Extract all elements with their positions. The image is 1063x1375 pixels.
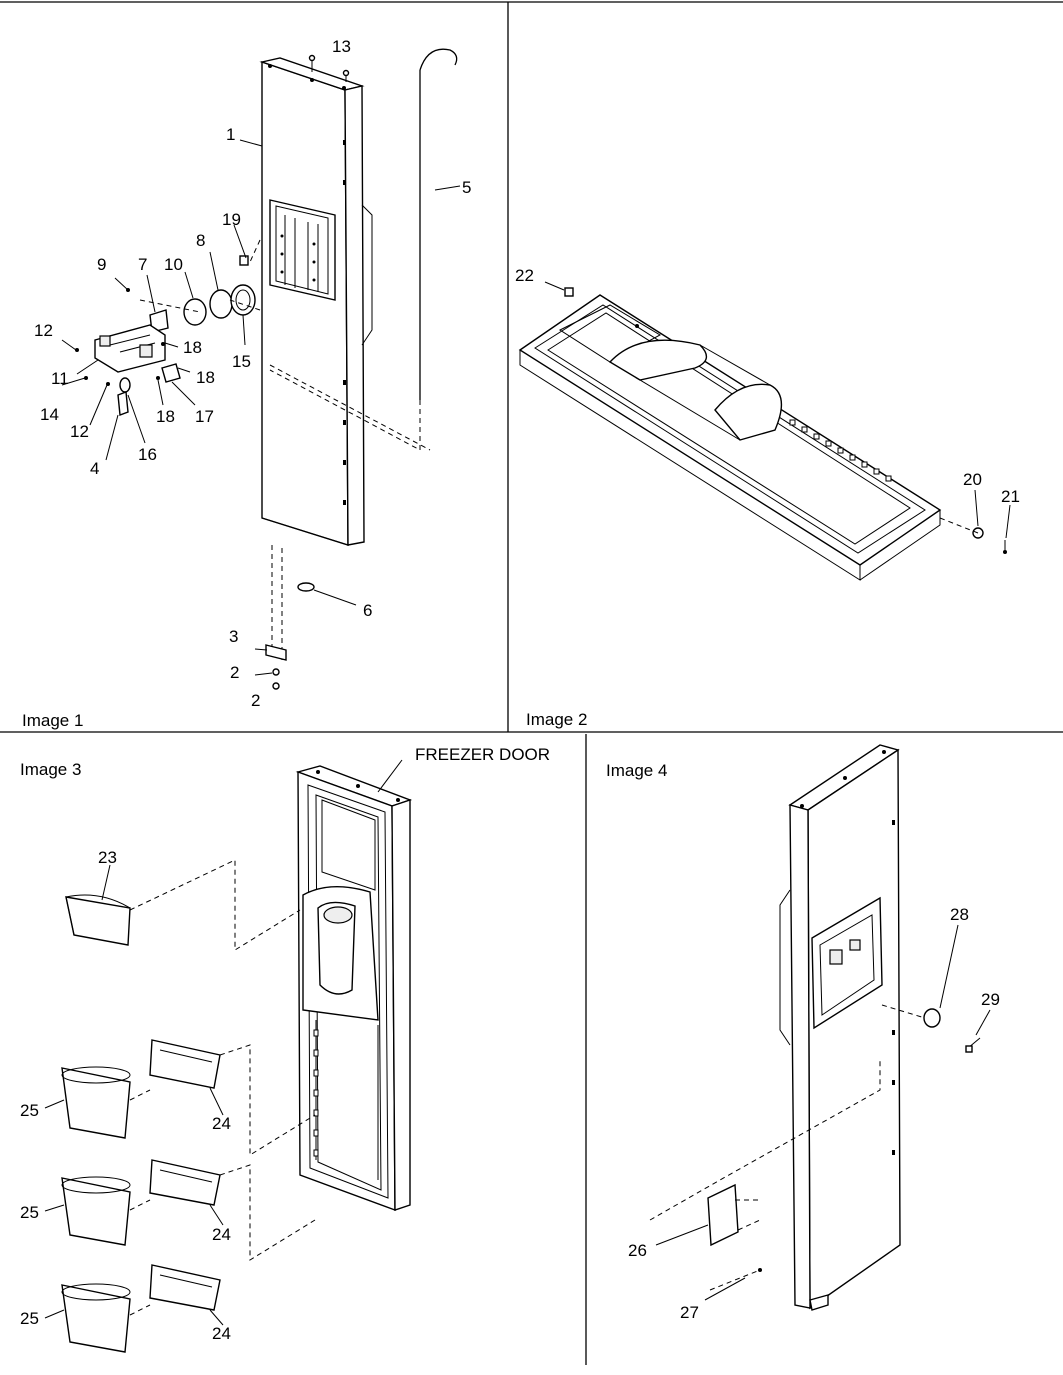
caption-image-3: Image 3 — [20, 760, 81, 779]
callout-20: 20 — [963, 470, 982, 489]
callout-12a: 12 — [34, 321, 53, 340]
callout-13: 13 — [332, 37, 351, 56]
callout-9: 9 — [97, 255, 106, 274]
callout-29: 29 — [981, 990, 1000, 1009]
callout-22: 22 — [515, 266, 534, 285]
callout-15: 15 — [232, 352, 251, 371]
callout-8: 8 — [196, 231, 205, 250]
callout-24c: 24 — [212, 1324, 231, 1343]
callout-21: 21 — [1001, 487, 1020, 506]
callout-25c: 25 — [20, 1309, 39, 1328]
callout-26: 26 — [628, 1241, 647, 1260]
callout-11: 11 — [51, 369, 69, 388]
callout-25a: 25 — [20, 1101, 39, 1120]
caption-image-2: Image 2 — [526, 710, 587, 729]
callout-27: 27 — [680, 1303, 699, 1322]
callout-18b: 18 — [196, 368, 215, 387]
callout-14: 14 — [40, 405, 59, 424]
image1-drawing — [61, 48, 461, 690]
callout-4: 4 — [90, 459, 99, 478]
callout-3: 3 — [229, 627, 238, 646]
callout-17: 17 — [195, 407, 214, 426]
callout-19: 19 — [222, 210, 241, 229]
callout-25b: 25 — [20, 1203, 39, 1222]
callout-24b: 24 — [212, 1225, 231, 1244]
callout-18a: 18 — [183, 338, 202, 357]
image4-drawing — [649, 744, 991, 1311]
image2-drawing — [518, 281, 1011, 581]
callout-7: 7 — [138, 255, 147, 274]
callout-10: 10 — [164, 255, 183, 274]
image3-drawing — [44, 759, 413, 1353]
callout-2a: 2 — [230, 663, 239, 682]
panel-captions: Image 1 Image 2 Image 3 Image 4 FREEZER … — [20, 710, 667, 780]
freezer-door-label: FREEZER DOOR — [415, 745, 550, 764]
callout-24a: 24 — [212, 1114, 231, 1133]
caption-image-4: Image 4 — [606, 761, 667, 780]
callout-1: 1 — [226, 125, 235, 144]
callout-28: 28 — [950, 905, 969, 924]
callout-5: 5 — [462, 178, 471, 197]
callout-6: 6 — [363, 601, 372, 620]
callout-23: 23 — [98, 848, 117, 867]
callout-16: 16 — [138, 445, 157, 464]
callout-12b: 12 — [70, 422, 89, 441]
caption-image-1: Image 1 — [22, 711, 83, 730]
callout-labels: 1 2 2 3 4 5 6 7 8 9 10 11 12 12 13 14 15… — [20, 37, 1020, 1343]
callout-2b: 2 — [251, 691, 260, 710]
callout-18c: 18 — [156, 407, 175, 426]
